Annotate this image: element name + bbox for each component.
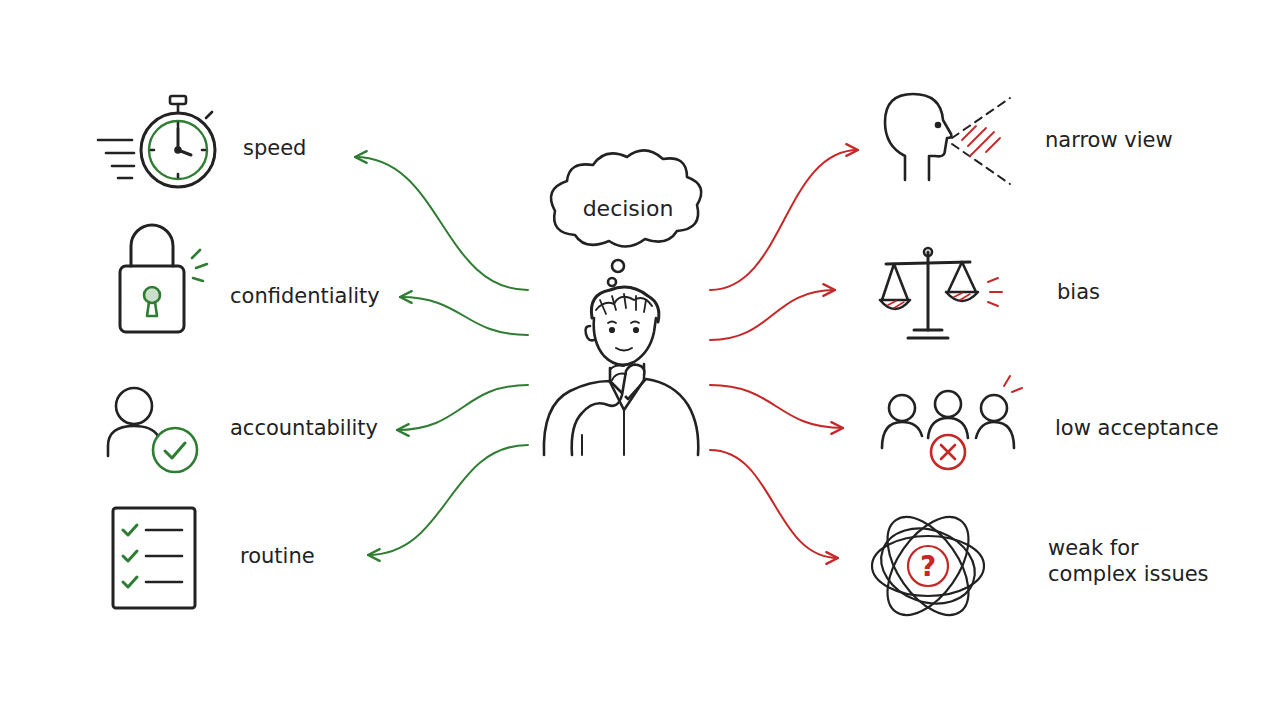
advantage-arrow — [355, 157, 528, 290]
cloud-text: decision — [568, 195, 688, 223]
advantage-arrow — [400, 297, 528, 335]
consequence-item: weak for complex issues — [838, 505, 1228, 620]
advantage-arrow — [397, 385, 528, 430]
advantage-arrow — [368, 445, 528, 555]
consequence-item: narrow view — [858, 90, 1183, 190]
consequence-item: accountability — [100, 375, 397, 485]
disadvantage-arrow — [710, 290, 835, 340]
thinking-person — [544, 287, 698, 455]
checklist-icon — [113, 508, 195, 608]
item-label: narrow view — [1045, 127, 1173, 153]
thinker-node: decision — [528, 160, 710, 460]
narrow-view-icon — [885, 94, 1010, 184]
item-label: confidentiality — [230, 283, 380, 309]
item-label: accountability — [230, 415, 378, 441]
padlock-icon — [120, 225, 207, 332]
question-mark: ? — [920, 550, 936, 583]
accountable-person-icon — [108, 388, 197, 472]
consequence-item: speed — [95, 95, 355, 205]
stopwatch-icon — [98, 96, 215, 187]
scale-icon — [880, 248, 1002, 338]
consequence-item: routine — [105, 500, 368, 615]
thought-cloud — [551, 150, 701, 286]
item-label: weak for complex issues — [1048, 535, 1218, 588]
consequence-item: confidentiality — [105, 240, 400, 340]
disadvantage-arrow — [710, 150, 858, 290]
consequence-item: low acceptance — [843, 375, 1229, 475]
consequence-item: bias — [835, 240, 1135, 345]
item-label: bias — [1057, 279, 1100, 305]
disadvantage-arrow — [710, 450, 838, 558]
disadvantage-arrow — [710, 385, 843, 428]
item-label: routine — [240, 543, 315, 569]
complex-tangle-icon — [871, 503, 986, 629]
item-label: speed — [243, 135, 306, 161]
low-acceptance-icon — [882, 376, 1022, 469]
item-label: low acceptance — [1055, 415, 1219, 441]
